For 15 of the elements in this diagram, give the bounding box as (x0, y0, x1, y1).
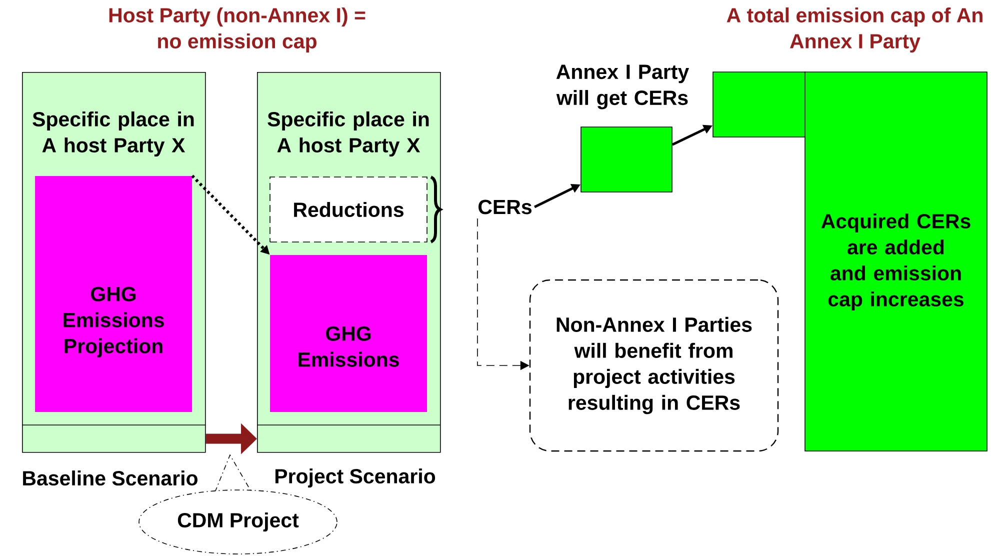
box-heading: Specific place in A host Party X (268, 111, 429, 157)
reductions-box: Reductions (270, 176, 428, 242)
cers-text: CERs (478, 200, 532, 214)
cap-box (712, 72, 806, 138)
heading: A total emission cap of An Annex I Party (726, 7, 982, 53)
scenario-label: Baseline Scenario (23, 470, 198, 486)
benefit-box: Non-Annex I Parties will benefit from project activities resulting in CERs (529, 279, 779, 452)
node-label: CDM Project (178, 512, 299, 532)
cap-box: Acquired CERs are added and emission cap increases (804, 72, 988, 452)
box-heading: Specific place in A host Party X (32, 111, 194, 157)
emissions-box: GHG Emissions (270, 255, 427, 412)
emissions-box: GHG Emissions Projection (35, 176, 192, 412)
heading: Host Party (non-Annex I) = no emission cap (109, 7, 366, 53)
box-heading: Annex I Party will get CERs (556, 64, 690, 110)
scenario-label: Project Scenario (275, 468, 436, 488)
